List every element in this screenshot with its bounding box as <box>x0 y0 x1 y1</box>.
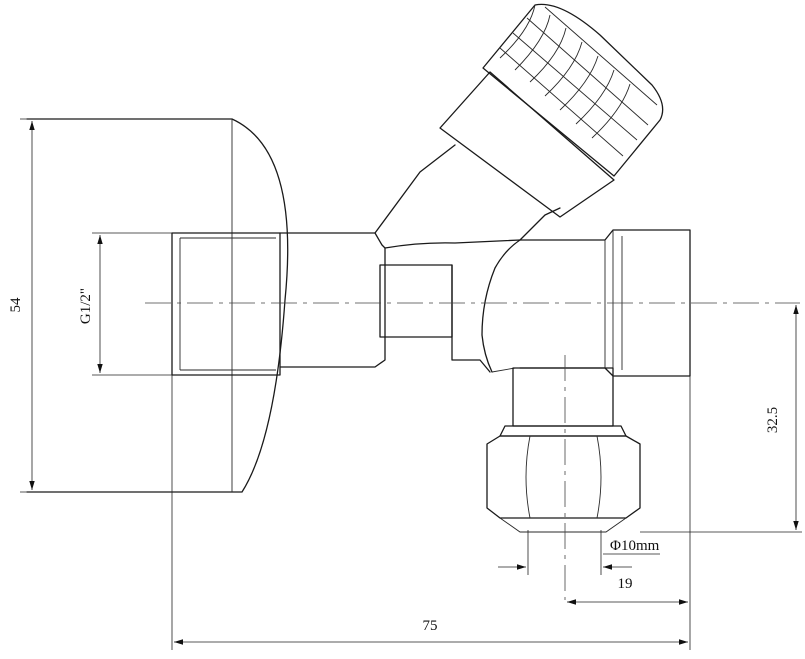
dim-tube-diameter: Φ10mm <box>498 530 660 575</box>
wall-flange <box>26 118 289 493</box>
dim-label-75: 75 <box>423 618 438 634</box>
dim-label-32-5: 32.5 <box>765 407 781 433</box>
dim-label-phi10: Φ10mm <box>610 538 660 554</box>
dim-overall-length: 75 <box>171 375 691 650</box>
threaded-inlet <box>171 232 281 376</box>
dim-label-19: 19 <box>618 576 633 592</box>
outlet-fitting <box>486 367 641 533</box>
dim-thread: G1/2" <box>78 232 172 376</box>
dim-label-54: 54 <box>8 297 24 313</box>
dim-overall-height: 54 <box>8 118 40 493</box>
handwheel-assembly <box>374 3 664 241</box>
dim-label-thread: G1/2" <box>78 288 94 324</box>
dim-outlet-setback: 19 <box>567 376 691 610</box>
dim-outlet-offset: 32.5 <box>640 305 802 533</box>
